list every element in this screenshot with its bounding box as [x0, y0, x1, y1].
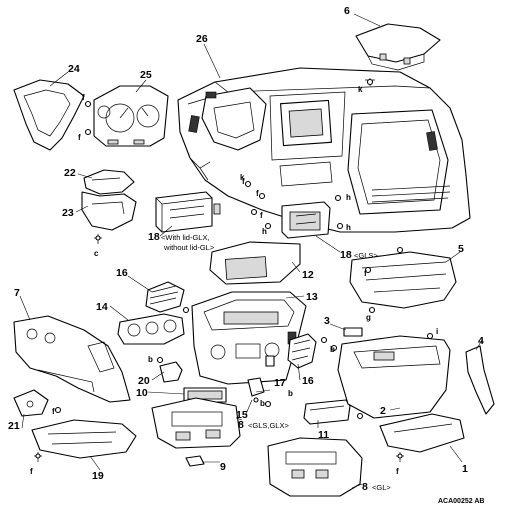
part-side-vent	[145, 281, 190, 314]
part-glove-box-frame	[349, 251, 457, 309]
part-radio-panel	[281, 201, 331, 239]
variant-notes: <With lid-GLX, without lid-GL> <GLS> <GL…	[161, 233, 391, 492]
part-clip	[185, 455, 205, 467]
callout-18b: 18	[340, 249, 352, 261]
callout-13: 13	[306, 291, 318, 303]
part-center-panel	[191, 291, 307, 385]
callout-1: 1	[462, 463, 468, 475]
callout-6: 6	[344, 5, 350, 17]
fastener-b-2: b	[330, 345, 335, 354]
fastener-b-1: b	[148, 355, 153, 364]
note-18-line2: without lid-GL>	[163, 243, 215, 252]
part-instrument-panel	[177, 67, 471, 233]
part-driver-lower-panel	[13, 315, 131, 403]
fastener-f-9: f	[242, 177, 245, 186]
fastener-letters: f f f f f f f f f k k h h h c g i b b b …	[30, 85, 438, 476]
part-column-cover-lower	[81, 191, 137, 244]
part-module	[303, 399, 351, 425]
callout-10: 10	[136, 387, 148, 399]
part-center-vent	[287, 333, 317, 369]
fastener-h-3: h	[346, 223, 351, 232]
callout-24: 24	[68, 63, 80, 75]
part-meter-bezel	[13, 79, 85, 151]
note-18-gls: <GLS>	[354, 251, 378, 260]
callout-26: 26	[196, 33, 208, 45]
callout-3: 3	[324, 315, 330, 327]
callout-8a: 8	[238, 419, 244, 431]
callout-4: 4	[478, 335, 484, 347]
callout-7: 7	[14, 287, 20, 299]
part-center-display-hood	[209, 241, 301, 285]
callout-16a: 16	[116, 267, 128, 279]
fastener-f-1: f	[82, 93, 85, 102]
part-center-lower-panel-gl	[267, 437, 363, 497]
part-side-trim	[465, 345, 495, 415]
part-knee-protector	[31, 419, 137, 462]
part-glove-box	[337, 335, 451, 419]
leader-lines	[19, 13, 483, 489]
part-bracket	[159, 361, 183, 383]
fastener-h-2: h	[346, 193, 351, 202]
fastener-b-4: b	[288, 389, 293, 398]
part-center-lower-panel	[151, 397, 241, 449]
fastener-h-1: h	[262, 227, 267, 236]
note-8-gl: <GL>	[372, 483, 391, 492]
callout-17-label: 17	[274, 377, 286, 389]
fastener-f-8: f	[396, 467, 399, 476]
fastener-f-3: f	[256, 189, 259, 198]
callout-21-overlay: 21	[8, 420, 20, 432]
callout-5: 5	[458, 243, 464, 255]
fastener-c-1: c	[94, 249, 99, 258]
callout-15: 15	[236, 409, 248, 421]
part-center-box	[155, 191, 221, 233]
fastener-i-1: i	[436, 327, 438, 336]
fastener-f-2: f	[78, 133, 81, 142]
note-18-line1: <With lid-GLX,	[161, 233, 210, 242]
part-combination-meter	[93, 85, 169, 147]
fastener-g-1: g	[366, 313, 371, 322]
part-under-cover	[379, 413, 465, 462]
fastener-f-4: f	[260, 211, 263, 220]
callout-8b: 8	[362, 481, 368, 493]
fastener-f-5: f	[364, 269, 367, 278]
callout-14: 14	[96, 301, 108, 313]
part-small-switch	[265, 355, 275, 367]
callout-16b: 16	[302, 375, 314, 387]
part-upper-cover	[355, 23, 441, 86]
callout-12: 12	[302, 269, 314, 281]
fastener-k-1: k	[358, 85, 363, 94]
callout-numbers: 26 6 24 25 22 23 18 18 12 13 16 14 16 5 …	[14, 5, 484, 493]
callout-22: 22	[64, 167, 76, 179]
callout-20: 20	[138, 375, 150, 387]
fastener-f-6: f	[52, 407, 55, 416]
part-small-panel	[13, 389, 49, 417]
callout-18a: 18	[148, 231, 160, 243]
fastener-b-3: b	[260, 399, 265, 408]
callout-9: 9	[220, 461, 226, 473]
callout-2: 2	[380, 405, 386, 417]
fastener-f-7: f	[30, 467, 33, 476]
fastener-k-2: k	[240, 173, 245, 182]
part-heater-control	[117, 313, 185, 345]
callout-25: 25	[140, 69, 152, 81]
note-8-gls-glx: <GLS,GLX>	[248, 421, 289, 430]
callout-19-overlay: 19	[92, 470, 104, 482]
part-latch	[343, 327, 363, 337]
diagram-code: ACA00252 AB	[438, 498, 484, 505]
callout-23: 23	[62, 207, 74, 219]
callout-11: 11	[318, 429, 329, 441]
part-column-cover-upper	[83, 169, 135, 195]
fastener-marks	[54, 100, 434, 420]
